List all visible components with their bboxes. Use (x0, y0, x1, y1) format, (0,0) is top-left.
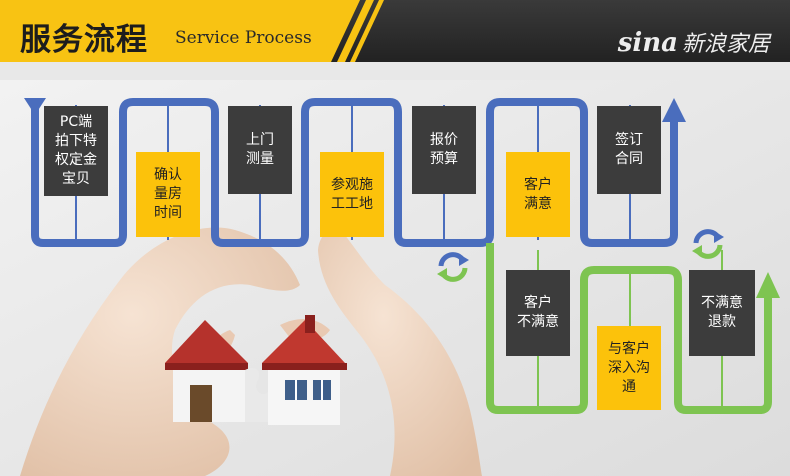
step-box-4: 参观施 工工地 (320, 152, 384, 237)
arrow-up-icon (662, 98, 686, 122)
header-background (0, 0, 790, 80)
refresh-icon (692, 229, 724, 259)
step-box-9: 与客户 深入沟 通 (597, 326, 661, 410)
brand-logo-sina: sina (617, 28, 678, 58)
step-box-2: 确认 量房 时间 (136, 152, 200, 237)
refresh-icon (437, 252, 469, 282)
step-box-8: 客户 不满意 (506, 270, 570, 356)
step-box-5: 报价 预算 (412, 106, 476, 194)
step-box-10: 不满意 退款 (689, 270, 755, 356)
step-box-7: 签订 合同 (597, 106, 661, 194)
arrow-down-icon (24, 98, 46, 115)
process-diagram (0, 80, 790, 476)
step-box-3: 上门 测量 (228, 106, 292, 194)
house-puzzle-image (165, 315, 347, 425)
page-title: 服务流程 (20, 22, 148, 58)
step-box-6: 客户 满意 (506, 152, 570, 237)
brand-logo-text: 新浪家居 (681, 32, 770, 57)
arrow-up-icon (756, 272, 780, 298)
process-canvas: PC端 拍下特 权定金 宝贝 确认 量房 时间 上门 测量 参观施 工工地 报价… (0, 80, 790, 476)
page-subtitle: Service Process (175, 28, 312, 48)
step-box-1: PC端 拍下特 权定金 宝贝 (44, 106, 108, 196)
